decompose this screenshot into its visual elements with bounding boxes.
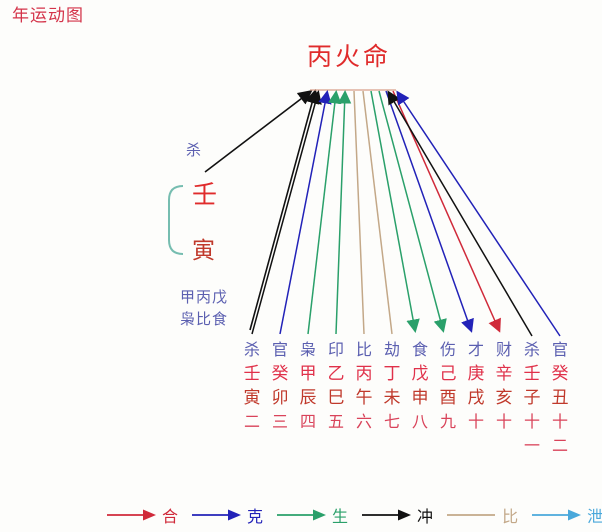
arrow-right-icon xyxy=(277,509,327,521)
grid-row-numbers-2: 一二 xyxy=(238,434,574,458)
grid-cell-number-2 xyxy=(238,434,266,458)
left-pillar-hidden-gods: 枭比食 xyxy=(180,310,229,328)
grid-cell-ten-god: 才 xyxy=(467,340,484,359)
grid-cell-ten-god: 比 xyxy=(355,340,372,359)
grid-cell-number-2 xyxy=(378,434,406,458)
grid-cell-branch: 寅 xyxy=(243,388,261,408)
arrow-right-icon xyxy=(362,509,412,521)
legend-label: 冲 xyxy=(417,507,434,526)
grid-cell-stem: 壬 xyxy=(243,364,261,384)
legend-item: 冲 xyxy=(360,503,433,527)
left-pillar-branch: 寅 xyxy=(192,238,215,264)
grid-cell-stem: 丙 xyxy=(355,364,373,384)
grid-cell-stem: 癸 xyxy=(271,364,289,384)
grid-cell-number: 七 xyxy=(383,412,400,431)
left-pillar-stem: 壬 xyxy=(192,180,218,209)
grid-cell-number: 二 xyxy=(243,412,260,431)
grid-cell-number-2 xyxy=(462,434,490,458)
left-pillar-hidden-stems: 甲丙戊 xyxy=(180,288,229,306)
grid-cell-stem: 戊 xyxy=(411,364,429,384)
grid-cell-stem: 壬 xyxy=(523,364,541,384)
grid-cell-stem: 丁 xyxy=(383,364,401,384)
wire-left-pillar xyxy=(204,90,313,173)
grid-cell-ten-god: 财 xyxy=(495,340,512,359)
grid-cell-branch: 巳 xyxy=(327,388,345,408)
grid-cell-stem: 甲 xyxy=(299,364,317,384)
arrow-right-icon xyxy=(107,509,156,521)
grid-cell-number: 三 xyxy=(271,412,288,431)
grid-cell-number-2 xyxy=(406,434,434,458)
grid-row-ten-gods: 杀官枭印比劫食伤才财杀官 xyxy=(238,338,574,362)
grid-cell-number-2 xyxy=(294,434,322,458)
grid-cell-number-2: 一 xyxy=(523,436,540,455)
grid-cell-number-2 xyxy=(350,434,378,458)
grid-row-stems: 壬癸甲乙丙丁戊己庚辛壬癸 xyxy=(238,362,574,386)
grid-cell-number: 八 xyxy=(411,412,428,431)
luck-pillar-grid: 杀官枭印比劫食伤才财杀官 壬癸甲乙丙丁戊己庚辛壬癸 寅卯辰巳午未申酉戌亥子丑 二… xyxy=(238,338,574,458)
grid-cell-ten-god: 伤 xyxy=(439,340,456,359)
grid-row-numbers: 二三四五六七八九十十十十 xyxy=(238,410,574,434)
grid-cell-branch: 亥 xyxy=(495,388,513,408)
grid-cell-number-2 xyxy=(322,434,350,458)
grid-cell-ten-god: 杀 xyxy=(243,340,260,359)
wire-left-pillar-2 xyxy=(249,88,319,331)
legend-item: 生 xyxy=(275,503,348,527)
grid-cell-stem: 庚 xyxy=(467,364,485,384)
grid-cell-branch: 丑 xyxy=(551,388,569,408)
arrow-right-icon xyxy=(532,509,582,521)
grid-cell-ten-god: 劫 xyxy=(383,340,400,359)
legend-item: 泄 xyxy=(530,503,602,527)
grid-cell-branch: 申 xyxy=(411,388,429,408)
grid-cell-ten-god: 杀 xyxy=(523,340,540,359)
grid-cell-branch: 子 xyxy=(523,388,541,408)
legend-label: 生 xyxy=(332,507,349,526)
grid-cell-stem: 辛 xyxy=(495,364,513,384)
legend-label: 泄 xyxy=(587,507,602,526)
arrow-right-icon xyxy=(192,509,242,521)
grid-cell-ten-god: 食 xyxy=(411,340,428,359)
legend-label: 合 xyxy=(162,507,179,526)
grid-cell-branch: 酉 xyxy=(439,388,457,408)
grid-cell-ten-god: 官 xyxy=(271,340,288,359)
grid-cell-number-2 xyxy=(266,434,294,458)
grid-cell-number: 九 xyxy=(439,412,456,431)
grid-cell-branch: 戌 xyxy=(467,388,485,408)
grid-row-branches: 寅卯辰巳午未申酉戌亥子丑 xyxy=(238,386,574,410)
grid-cell-ten-god: 印 xyxy=(327,340,344,359)
grid-cell-ten-god: 官 xyxy=(551,340,568,359)
legend-label: 克 xyxy=(247,507,264,526)
line-icon xyxy=(447,514,496,516)
legend: 合克生冲比泄 xyxy=(105,503,602,527)
grid-cell-number-2: 二 xyxy=(551,436,568,455)
legend-item: 合 xyxy=(105,503,178,527)
grid-cell-number: 十 xyxy=(495,412,512,431)
grid-cell-number: 四 xyxy=(299,412,316,431)
legend-item: 克 xyxy=(190,503,263,527)
grid-cell-branch: 卯 xyxy=(271,388,289,408)
left-pillar-ten-god: 杀 xyxy=(186,141,202,159)
page-title: 年运动图 xyxy=(12,6,84,26)
day-master-label: 丙火命 xyxy=(307,42,392,71)
grid-cell-number: 五 xyxy=(327,412,344,431)
pillar-bracket-icon xyxy=(168,185,184,255)
grid-cell-number: 十 xyxy=(551,412,568,431)
grid-cell-branch: 辰 xyxy=(299,388,317,408)
grid-cell-number: 六 xyxy=(355,412,372,431)
legend-label: 比 xyxy=(502,507,519,526)
grid-cell-stem: 己 xyxy=(439,364,457,384)
grid-cell-number: 十 xyxy=(523,412,540,431)
legend-item: 比 xyxy=(445,503,518,527)
grid-cell-branch: 未 xyxy=(383,388,401,408)
grid-cell-number-2 xyxy=(434,434,462,458)
relation-wires xyxy=(251,90,561,337)
grid-cell-ten-god: 枭 xyxy=(299,340,316,359)
grid-cell-stem: 乙 xyxy=(327,364,345,384)
grid-cell-stem: 癸 xyxy=(551,364,569,384)
grid-cell-branch: 午 xyxy=(355,388,373,408)
grid-cell-number: 十 xyxy=(467,412,484,431)
grid-cell-number-2 xyxy=(490,434,518,458)
